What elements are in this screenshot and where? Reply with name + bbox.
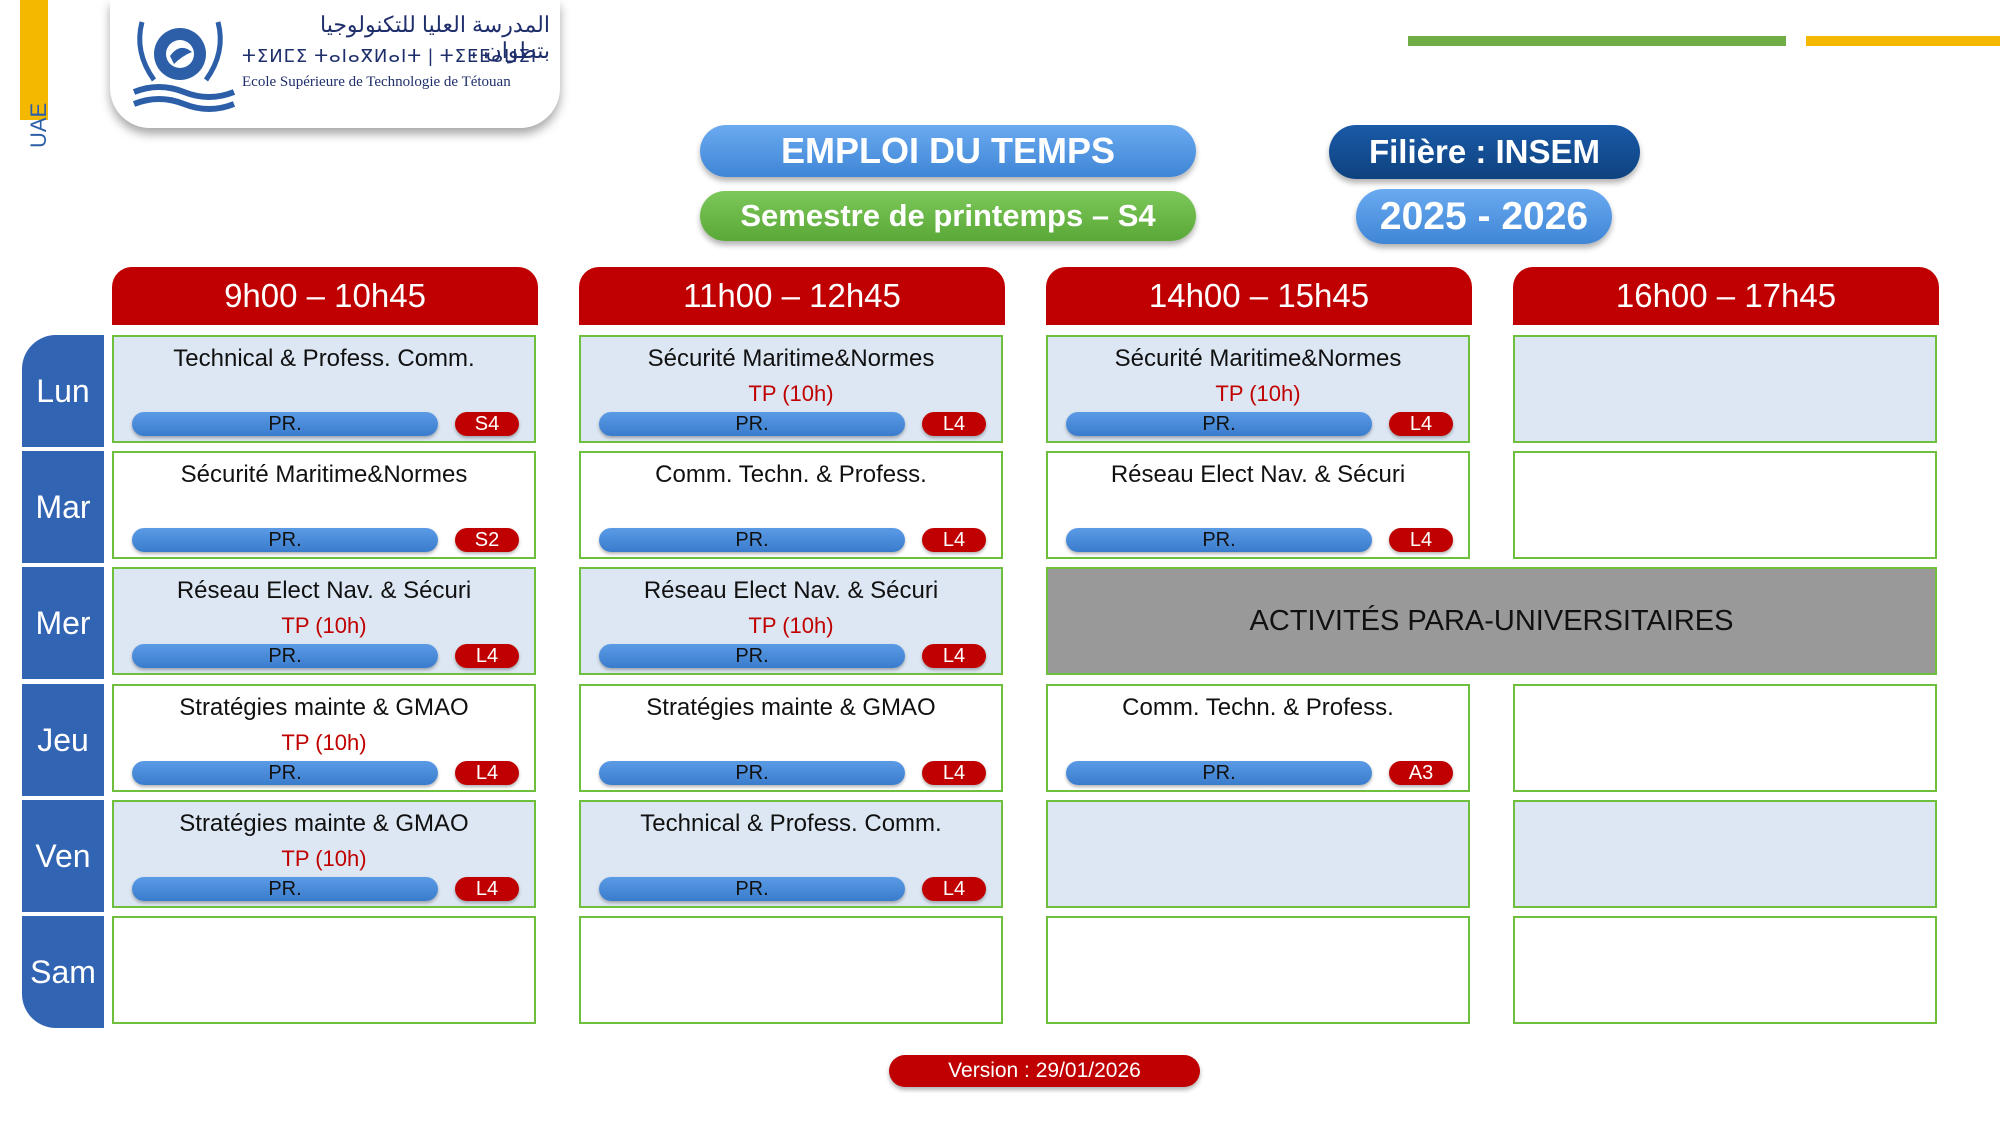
schedule-cell[interactable]: Stratégies mainte & GMAO TP (10h) PR. L4 xyxy=(112,684,536,792)
timeslot-header: 11h00 – 12h45 xyxy=(579,267,1005,325)
header-yellow-stripe xyxy=(1806,36,2000,46)
tp-hours: TP (10h) xyxy=(281,730,367,755)
empty-cell xyxy=(1513,800,1937,908)
professor-badge: PR. xyxy=(599,761,905,785)
course-name: Technical & Profess. Comm. xyxy=(173,345,475,372)
course-name: Sécurité Maritime&Normes xyxy=(180,461,468,488)
professor-badge: PR. xyxy=(132,877,438,901)
day-label: Mar xyxy=(22,451,104,563)
room-badge: L4 xyxy=(1389,528,1453,552)
professor-badge: PR. xyxy=(132,528,438,552)
schedule-cell[interactable]: Technical & Profess. Comm. PR. L4 xyxy=(579,800,1003,908)
course-name: Comm. Techn. & Profess. xyxy=(1122,694,1394,721)
room-badge: L4 xyxy=(922,528,986,552)
professor-badge: PR. xyxy=(599,877,905,901)
empty-cell xyxy=(1513,684,1937,792)
tp-hours: TP (10h) xyxy=(281,613,367,638)
timeslot-header: 14h00 – 15h45 xyxy=(1046,267,1472,325)
room-badge: L4 xyxy=(455,644,519,668)
version-badge: Version : 29/01/2026 xyxy=(889,1055,1200,1087)
course-name: Comm. Techn. & Profess. xyxy=(655,461,927,488)
timeslot-header: 9h00 – 10h45 xyxy=(112,267,538,325)
schedule-cell[interactable]: Sécurité Maritime&Normes PR. S2 xyxy=(112,451,536,559)
professor-badge: PR. xyxy=(1066,412,1372,436)
room-badge: L4 xyxy=(922,877,986,901)
academic-year-badge: 2025 - 2026 xyxy=(1356,189,1612,244)
schedule-cell[interactable]: Réseau Elect Nav. & Sécuri PR. L4 xyxy=(1046,451,1470,559)
room-badge: S4 xyxy=(455,412,519,436)
page-title: EMPLOI DU TEMPS xyxy=(700,125,1196,177)
school-emblem-icon xyxy=(132,21,236,112)
day-label: Sam xyxy=(22,916,104,1028)
schedule-cell[interactable]: Technical & Profess. Comm. PR. S4 xyxy=(112,335,536,443)
empty-cell xyxy=(112,916,536,1024)
professor-badge: PR. xyxy=(1066,528,1372,552)
empty-cell xyxy=(579,916,1003,1024)
schedule-cell[interactable]: Sécurité Maritime&Normes TP (10h) PR. L4 xyxy=(579,335,1003,443)
empty-cell xyxy=(1513,335,1937,443)
semester-badge: Semestre de printemps – S4 xyxy=(700,191,1196,241)
room-badge: S2 xyxy=(455,528,519,552)
course-name: Réseau Elect Nav. & Sécuri xyxy=(1110,461,1406,488)
room-badge: L4 xyxy=(455,877,519,901)
tp-hours: TP (10h) xyxy=(748,381,834,406)
schedule-cell[interactable]: Stratégies mainte & GMAO PR. L4 xyxy=(579,684,1003,792)
professor-badge: PR. xyxy=(599,644,905,668)
empty-cell xyxy=(1513,916,1937,1024)
schedule-cell[interactable]: Comm. Techn. & Profess. PR. L4 xyxy=(579,451,1003,559)
room-badge: L4 xyxy=(922,644,986,668)
empty-cell xyxy=(1046,916,1470,1024)
empty-cell xyxy=(1046,800,1470,908)
side-accent-bar xyxy=(20,0,48,120)
professor-badge: PR. xyxy=(1066,761,1372,785)
professor-badge: PR. xyxy=(132,644,438,668)
day-label: Ven xyxy=(22,800,104,912)
day-label: Jeu xyxy=(22,684,104,796)
course-name: Technical & Profess. Comm. xyxy=(640,810,942,837)
timeslot-header: 16h00 – 17h45 xyxy=(1513,267,1939,325)
logo-arabic-text: المدرسة العليا للتكنولوجيا بتطوان xyxy=(319,12,550,63)
course-name: Réseau Elect Nav. & Sécuri xyxy=(643,577,939,604)
activities-block[interactable]: ACTIVITÉS PARA-UNIVERSITAIRES xyxy=(1046,567,1937,675)
professor-badge: PR. xyxy=(132,761,438,785)
room-badge: L4 xyxy=(455,761,519,785)
schedule-cell[interactable]: Stratégies mainte & GMAO TP (10h) PR. L4 xyxy=(112,800,536,908)
professor-badge: PR. xyxy=(599,528,905,552)
logo-tifinagh-text: ⵜⵉⵍⵎⵉ ⵜⴰⵏⴰⴳⵍⴰⵏⵜ | ⵜⵉⵟⵟⴰⵡⵉⵏ xyxy=(242,46,538,66)
course-name: Sécurité Maritime&Normes xyxy=(1114,345,1402,372)
tp-hours: TP (10h) xyxy=(748,613,834,638)
schedule-cell[interactable]: Réseau Elect Nav. & Sécuri TP (10h) PR. … xyxy=(112,567,536,675)
day-label: Mer xyxy=(22,567,104,679)
professor-badge: PR. xyxy=(599,412,905,436)
header-green-stripe xyxy=(1408,36,1786,46)
day-label: Lun xyxy=(22,335,104,447)
filiere-badge: Filière : INSEM xyxy=(1329,125,1640,179)
professor-badge: PR. xyxy=(132,412,438,436)
course-name: Stratégies mainte & GMAO xyxy=(179,694,469,721)
empty-cell xyxy=(1513,451,1937,559)
course-name: Stratégies mainte & GMAO xyxy=(646,694,936,721)
tp-hours: TP (10h) xyxy=(1215,381,1301,406)
tp-hours: TP (10h) xyxy=(281,846,367,871)
room-badge: L4 xyxy=(922,761,986,785)
schedule-cell[interactable]: Réseau Elect Nav. & Sécuri TP (10h) PR. … xyxy=(579,567,1003,675)
course-name: Stratégies mainte & GMAO xyxy=(179,810,469,837)
room-badge: L4 xyxy=(1389,412,1453,436)
room-badge: A3 xyxy=(1389,761,1453,785)
university-label: UAE xyxy=(26,102,51,148)
schedule-cell[interactable]: Comm. Techn. & Profess. PR. A3 xyxy=(1046,684,1470,792)
schedule-cell[interactable]: Sécurité Maritime&Normes TP (10h) PR. L4 xyxy=(1046,335,1470,443)
logo-french-text: Ecole Supérieure de Technologie de Tétou… xyxy=(242,74,511,90)
course-name: Réseau Elect Nav. & Sécuri xyxy=(176,577,472,604)
course-name: Sécurité Maritime&Normes xyxy=(647,345,935,372)
school-logo-card xyxy=(110,0,560,128)
room-badge: L4 xyxy=(922,412,986,436)
